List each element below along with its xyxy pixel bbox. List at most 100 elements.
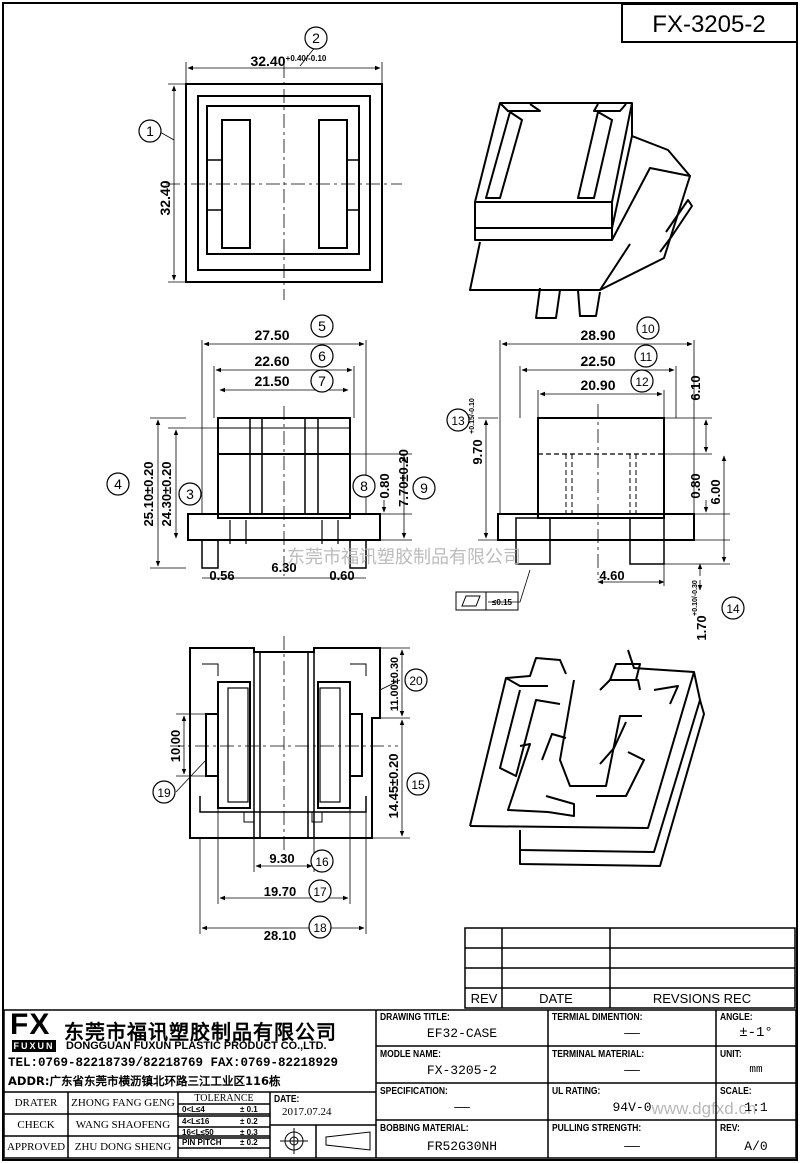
- drater-name: ZHONG FANG GENG: [71, 1097, 175, 1109]
- balloon-11-label: 11: [640, 350, 653, 364]
- balloon-20: [404, 668, 428, 692]
- bobbin-material-label: BOBBING MATERIAL:: [380, 1123, 469, 1134]
- balloon-17-label: 17: [313, 885, 327, 899]
- date-header: DATE: [539, 991, 573, 1006]
- dim-20-90: 20.90: [580, 377, 615, 393]
- balloon-18: [308, 915, 332, 939]
- flatness-value: ≤0.15: [492, 598, 513, 607]
- top-view-dims: [159, 45, 383, 283]
- balloon-13-label: 13: [451, 414, 465, 428]
- dim-9-70-tol: +0.15/-0.10: [469, 398, 476, 434]
- balloon-6-label: 6: [318, 348, 326, 364]
- scale-label: SCALE:: [720, 1086, 752, 1097]
- rev: A/0: [744, 1139, 768, 1154]
- dim-0-80-b: 0.80: [688, 473, 703, 498]
- tol-value-4: ± 0.2: [240, 1138, 258, 1147]
- approved-role: APPROVED: [6, 1141, 66, 1153]
- rev-label: REV:: [720, 1123, 740, 1134]
- balloon-3: [178, 482, 202, 506]
- date-label: DATE:: [274, 1094, 300, 1105]
- side-view: [497, 404, 695, 580]
- angle-label: ANGLE:: [720, 1012, 753, 1023]
- balloon-2: [304, 26, 328, 50]
- pulling-label: PULLING STRENGTH:: [552, 1123, 642, 1134]
- tolerance-title: TOLERANCE: [194, 1092, 254, 1104]
- dim-6-30: 6.30: [271, 560, 296, 575]
- dim-22-60: 22.60: [254, 353, 289, 369]
- logo-sub-box: [12, 1040, 56, 1052]
- side-view-dims: [478, 340, 730, 603]
- drawing-title: EF32-CASE: [426, 1026, 498, 1041]
- balloon-2-label: 2: [312, 30, 320, 46]
- dim-28-10: 28.10: [264, 928, 297, 943]
- rev-header: REV: [471, 991, 498, 1006]
- balloon-10-label: 10: [641, 322, 655, 336]
- check-name: WANG SHAOFENG: [75, 1119, 171, 1131]
- balloon-8: [352, 474, 376, 498]
- dim-32-40-width: 32.40: [250, 53, 285, 69]
- iso-top-view: [469, 102, 693, 319]
- tol-value-1: ± 0.1: [240, 1105, 258, 1114]
- company-addr: ADDR:广东省东莞市横沥镇北环路三江工业区116栋: [8, 1074, 281, 1088]
- header-code: FX-3205-2: [652, 11, 765, 38]
- date-value: 2017.07.24: [282, 1106, 332, 1118]
- flatness-symbol: ≤0.15: [455, 591, 519, 611]
- balloon-7: [310, 369, 334, 393]
- balloon-4-label: 4: [114, 476, 122, 492]
- terminal-dim-label: TERMIAL DIMENTION:: [552, 1012, 643, 1023]
- revisions-header: REVSIONS REC: [653, 991, 751, 1006]
- iso-bottom-view: [469, 649, 705, 867]
- balloon-18-label: 18: [313, 921, 327, 935]
- ul-rating: 94V-0: [612, 1100, 652, 1115]
- dim-1-70: 1.70: [694, 615, 709, 640]
- balloon-19: [152, 780, 176, 804]
- balloon-20-label: 20: [409, 674, 423, 688]
- balloon-15: [406, 772, 430, 796]
- dim-11-00: 11.00±0.30: [389, 657, 401, 711]
- pulling: ——: [624, 1139, 640, 1154]
- drawing-title-label: DRAWING TITLE:: [380, 1012, 450, 1023]
- dim-24-30: 24.30±0.20: [159, 462, 174, 527]
- header-code-box: [621, 3, 798, 43]
- company-name-en: DONGGUAN FUXUN PLASTIC PRODUCT CO.,LTD.: [66, 1040, 327, 1052]
- watermark-url: www.dgfxd.cn: [651, 1099, 757, 1118]
- company-tel: TEL:0769-82218739/82218769 FAX:0769-8221…: [8, 1056, 339, 1070]
- top-view: [166, 64, 402, 300]
- dim-21-50: 21.50: [254, 373, 289, 389]
- specification-label: SPECIFICATION:: [380, 1086, 448, 1097]
- title-block-grid: [3, 1009, 797, 1159]
- drater-role: DRATER: [14, 1097, 58, 1109]
- balloon-7-label: 7: [318, 373, 326, 389]
- balloon-1-label: 1: [146, 123, 154, 139]
- balloon-9-label: 9: [420, 480, 428, 496]
- balloon-17: [308, 879, 332, 903]
- balloon-16: [310, 849, 334, 873]
- unit-label: UNIT:: [720, 1049, 742, 1060]
- dim-0-60: 0.60: [329, 568, 354, 583]
- angle: ±-1°: [739, 1025, 773, 1041]
- unit: mm: [749, 1064, 763, 1076]
- bottom-view-dims: [175, 647, 410, 934]
- revision-table: [464, 927, 796, 1009]
- balloon-14-label: 14: [726, 602, 740, 616]
- bobbin-material: FR52G30NH: [426, 1139, 498, 1154]
- company-logo: FX: [10, 1008, 51, 1041]
- terminal-dim: ——: [624, 1026, 640, 1041]
- company-logo-sub: FUXUN: [13, 1041, 55, 1051]
- dim-25-10: 25.10±0.20: [141, 462, 156, 527]
- dim-4-60: 4.60: [599, 568, 624, 583]
- balloon-6: [310, 344, 334, 368]
- dim-9-70: 9.70: [470, 439, 485, 464]
- approved-name: ZHU DONG SHENG: [74, 1141, 172, 1153]
- tol-value-2: ± 0.2: [240, 1117, 258, 1126]
- balloon-3-label: 3: [186, 486, 194, 502]
- balloon-11: [634, 344, 658, 368]
- dim-0-56: 0.56: [209, 568, 234, 583]
- dim-9-30: 9.30: [269, 851, 294, 866]
- terminal-mat-label: TERMINAL MATERIAL:: [552, 1049, 645, 1060]
- watermark-cn: 东莞市福讯塑胶制品有限公司: [287, 547, 521, 567]
- tol-range-1: 0<L≤4: [182, 1105, 205, 1114]
- scale: 1:1: [744, 1100, 768, 1115]
